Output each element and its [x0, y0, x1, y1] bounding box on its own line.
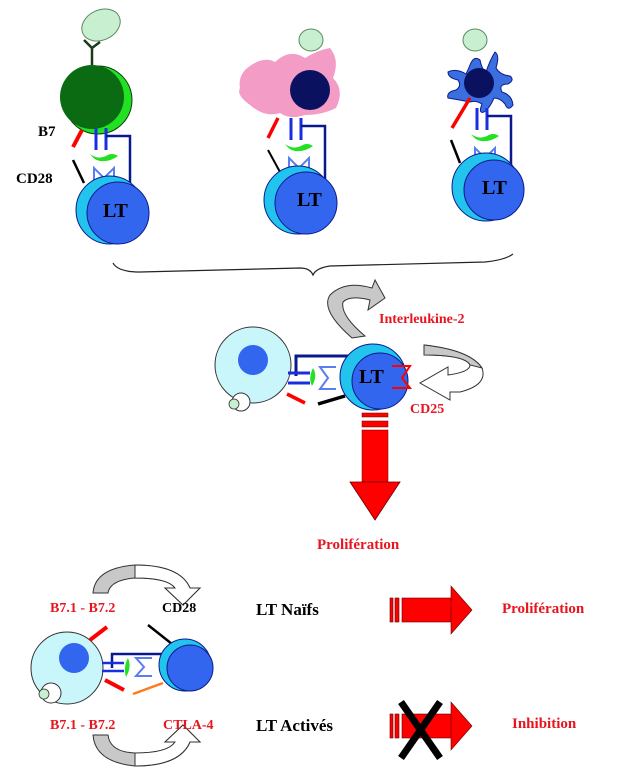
antigen-icon	[38, 688, 50, 700]
activation-group	[214, 278, 484, 521]
antigen-icon	[462, 28, 488, 52]
b7-molecule	[266, 117, 280, 139]
lt-label-1: LT	[103, 200, 128, 222]
blocked-x-icon	[398, 699, 443, 761]
dendritic-nucleus	[464, 68, 494, 98]
b7-molecule	[286, 392, 306, 405]
cd28-molecule	[147, 624, 173, 645]
apc-nucleus	[59, 643, 89, 673]
lt-cell-inner	[274, 171, 338, 235]
cd28-label: CD28	[16, 171, 53, 187]
b7-molecule	[71, 129, 84, 148]
activated-lt-label: LT Activés	[256, 716, 333, 735]
antigen-icon	[298, 28, 324, 52]
interleukin-label: Interleukine-2	[379, 312, 465, 327]
costimulation-group	[30, 564, 473, 767]
b7-bottom-label: B7.1 - B7.2	[50, 718, 116, 733]
antigen-icon	[81, 8, 121, 42]
b7-molecule	[450, 97, 472, 129]
b7-top-molecule	[88, 625, 109, 642]
naive-outcome-label: Prolifération	[502, 601, 585, 617]
grouping-brace	[112, 253, 514, 277]
macrophage-group	[239, 28, 340, 235]
cd28-molecule	[267, 149, 281, 173]
activated-outcome-label: Inhibition	[512, 716, 577, 732]
ctla4-label: CTLA-4	[163, 718, 214, 733]
cd25-receptor	[392, 365, 413, 389]
antigen-icon	[228, 398, 240, 410]
apc-nucleus	[238, 345, 268, 375]
b7-label: B7	[38, 124, 56, 140]
cd28-molecule	[317, 394, 346, 406]
b7-top-label: B7.1 - B7.2	[50, 601, 116, 616]
b-cell-nucleus	[60, 65, 124, 129]
macrophage-nucleus	[290, 70, 330, 110]
lt-label-3: LT	[482, 177, 507, 199]
lt-cell-inner	[86, 181, 150, 245]
naive-proliferation-arrow	[389, 585, 473, 635]
proliferation-arrow	[361, 429, 389, 483]
naive-lt-label: LT Naïfs	[256, 600, 319, 619]
dendritic-cell-group	[447, 28, 525, 222]
proliferation-label: Prolifération	[317, 537, 400, 553]
cd28-molecule	[449, 139, 462, 164]
cd28-molecule	[71, 159, 86, 184]
lt-cell-inner	[166, 644, 214, 692]
b7-bottom-molecule	[104, 678, 125, 692]
lt-label-center: LT	[359, 366, 384, 388]
b-cell-group	[60, 8, 150, 245]
lt-label-2: LT	[297, 189, 322, 211]
il2-autocrine-arrow	[327, 278, 386, 339]
cd28-bottom-label: CD28	[162, 601, 197, 616]
cd25-label: CD25	[410, 402, 445, 417]
lt-cell-inner	[463, 159, 525, 221]
ctla4-molecule	[132, 681, 164, 696]
